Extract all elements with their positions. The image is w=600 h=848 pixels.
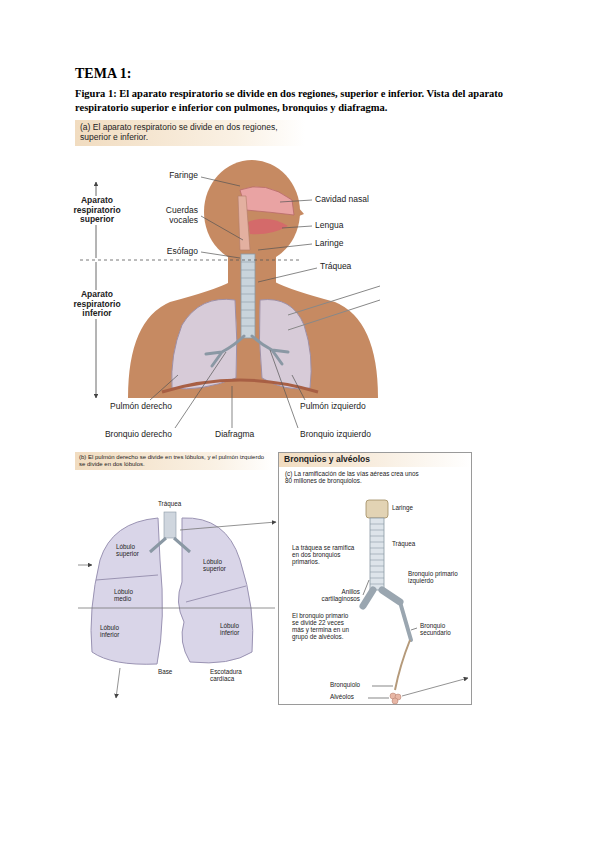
part-label: Pulmón derecho [102,402,172,412]
bronchial-tree [395,640,410,690]
panel-header: (a) El aparato respiratorio se divide en… [75,120,305,146]
zoom-arrow [78,565,92,566]
part-label: Anillos cartilaginosos [304,588,360,602]
alveoli [390,693,401,704]
page-title: TEMA 1: [75,66,131,82]
panel-heading: Bronquios y alvéolos [279,453,471,467]
nasal-cavity [240,187,294,215]
part-label: Base [158,668,172,675]
part-label: Pulmón izquierdo [300,402,366,412]
part-label: Escotadura cardíaca [210,668,258,682]
part-label: Laringe [315,239,343,249]
part-label: Alvéolos [330,693,354,700]
region-divider [80,260,300,261]
bronchial-tree [382,590,400,602]
bronchi [206,336,288,366]
part-label: El bronquio primario se divide 22 veces … [292,612,356,640]
tongue [248,219,288,235]
region-arrow [96,262,97,398]
head [204,160,300,264]
lung-left [178,518,252,663]
region-label: Aparato respiratorio inferior [70,290,124,319]
leader-lines [363,580,417,698]
part-label: Bronquio secundario [420,622,466,636]
part-label: Cavidad nasal [315,195,369,205]
part-label: Tráquea [320,262,351,272]
trachea [241,254,255,338]
part-label: Lóbulo superior [203,558,235,572]
part-label: Cuerdas vocales [148,206,198,225]
section-line [78,608,275,609]
part-label: Lóbulo medio [114,588,146,602]
right-lung [172,299,237,389]
part-label: Laringe [392,504,413,511]
zoom-arrow [402,678,468,696]
figure-caption: Figura 1: El aparato respiratorio se div… [75,87,540,114]
part-label: Lóbulo superior [116,543,148,557]
bronchial-tree [400,602,411,640]
panel-box: Bronquios y alvéolos(c) La ramificación … [278,452,472,705]
zoom-arrow [116,668,120,698]
region-label: Aparato respiratorio superior [70,196,124,225]
part-label: Lóbulo inferior [100,624,134,638]
part-label: La tráquea se ramifica en dos bronquios … [292,544,358,565]
part-label: Lóbulo inferior [220,622,252,636]
diaphragm [162,380,318,392]
part-label: Lengua [315,221,343,231]
part-label: Diafragma [215,430,254,440]
part-label: Tráquea [392,540,415,547]
bronchi-b [150,538,190,552]
part-label: Bronquiolo [330,681,360,688]
part-label: Faringe [148,171,198,181]
larynx [366,500,388,518]
panel-header: (b) El pulmón derecho se divide en tres … [75,452,275,470]
trachea-c [370,518,384,590]
part-label: Bronquio izquierdo [300,430,371,440]
left-lung [259,300,311,389]
part-label: Bronquio derecho [97,430,172,440]
part-label: Tráquea [158,500,181,507]
trachea-b [164,512,176,538]
panel-text: (c) La ramificación de las vías aéreas c… [279,467,426,487]
panel-text: (a) El aparato respiratorio se divide en… [80,123,300,143]
part-label: Esófago [148,247,198,257]
panel-text: (b) El pulmón derecho se divide en tres … [79,454,271,468]
zoom-arrow [180,522,276,530]
cartilage-rings [370,524,384,584]
bronchial-tree [363,590,373,606]
lung-right [91,518,162,664]
trachea-rings [241,262,255,326]
part-label: Bronquio primario izquierdo [408,570,460,584]
callout-wedge [288,286,380,330]
fissures [96,575,246,602]
pharynx [238,196,250,250]
